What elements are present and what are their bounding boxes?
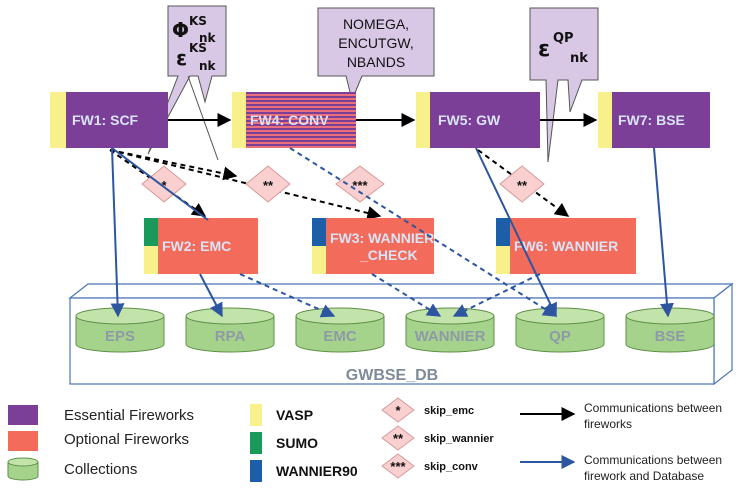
callout-conv-line1: NOMEGA, <box>343 16 409 32</box>
legend <box>7 397 576 482</box>
callout-conv-line3: NBANDS <box>347 54 405 70</box>
collection-label-eps: EPS <box>105 328 135 345</box>
collection-emc <box>295 307 385 353</box>
fw7-label: FW7: BSE <box>618 112 685 128</box>
legend-skip1-diamond <box>381 397 415 423</box>
legend-skip3-diamond <box>381 453 415 479</box>
callout-ks-phi: Φ <box>172 18 189 42</box>
skip-label-1: * <box>161 178 167 193</box>
legend-collection-swatch <box>7 457 39 481</box>
firework-fw5[interactable] <box>416 92 540 148</box>
skip-diamond-1 <box>141 165 187 203</box>
callout-ks-eps-sub: nk <box>199 59 217 73</box>
arrow-fw1-eps <box>110 147 125 318</box>
legend-sumo-label: SUMO <box>276 435 318 451</box>
legend-skip3-label: skip_conv <box>424 461 479 473</box>
arrow-fw2-rpa <box>199 273 223 318</box>
fw4-label: FW4: CONV <box>250 112 329 128</box>
arrow-fw3-wannier <box>371 273 442 317</box>
database-container <box>68 282 734 386</box>
legend-wannier90-swatch <box>250 460 262 482</box>
arrow-fw2-emc <box>239 273 336 318</box>
fw6-label: FW6: WANNIER <box>514 238 618 254</box>
legend-skip3-symbol: *** <box>390 459 406 474</box>
firework-fw7[interactable] <box>598 92 710 148</box>
legend-optional-label: Optional Fireworks <box>64 431 189 448</box>
db-arrows <box>110 147 674 318</box>
collection-label-bse: BSE <box>655 328 686 345</box>
arrow-fw6-wannier <box>452 273 541 317</box>
skip-label-4: ** <box>517 178 528 193</box>
fw1-label: FW1: SCF <box>72 112 139 128</box>
callout-qp <box>529 7 599 163</box>
legend-skip2-diamond <box>381 425 415 451</box>
arrow-fw1-fw4-dashed <box>109 149 238 181</box>
legend-skip1-label: skip_emc <box>424 405 474 417</box>
skip-diamond-3 <box>335 165 385 203</box>
legend-essential-swatch <box>8 405 38 425</box>
callout-ks-phi-sup: KS <box>189 14 207 28</box>
legend-essential-label: Essential Fireworks <box>64 407 194 424</box>
legend-comm-fw-line1: Communications between <box>584 401 722 415</box>
skip-label-2: ** <box>263 178 274 193</box>
legend-collections-label: Collections <box>64 461 137 478</box>
fw2-label: FW2: EMC <box>162 238 231 254</box>
callout-conv <box>317 7 435 102</box>
fw3-label-line2: _CHECK <box>359 247 418 263</box>
legend-skip2-symbol: ** <box>393 431 404 446</box>
callout-conv-line2: ENCUTGW, <box>338 35 413 51</box>
legend-vasp-label: VASP <box>276 407 313 423</box>
collection-label-qp: QP <box>549 328 571 345</box>
legend-comm-db-line1: Communications between <box>584 453 722 467</box>
callout-qp-sup: QP <box>553 31 574 46</box>
collection-label-emc: EMC <box>323 328 357 345</box>
callout-qp-eps: ε <box>538 37 550 62</box>
arrow-fw1-fw2-link <box>111 147 209 221</box>
legend-comm-db-line2: firework and Database <box>584 469 704 483</box>
firework-fw3[interactable] <box>312 218 434 274</box>
legend-skip1-symbol: * <box>395 403 401 418</box>
collection-label-rpa: RPA <box>215 328 246 345</box>
firework-fw1[interactable] <box>50 92 168 148</box>
callout-ks-eps-sup: KS <box>189 41 207 55</box>
fw3-label-line1: FW3: WANNIER <box>330 230 434 246</box>
arrow-fw7-bse <box>653 147 674 318</box>
skip-label-3: *** <box>352 178 368 193</box>
skip-diamond-4 <box>499 165 545 203</box>
callout-qp-sub: nk <box>570 51 588 66</box>
database-label: GWBSE_DB <box>346 367 438 384</box>
legend-vasp-swatch <box>250 404 262 426</box>
legend-optional-swatch <box>8 431 38 451</box>
arrow-fw1-fw3 <box>109 149 382 220</box>
legend-wannier90-label: WANNIER90 <box>276 463 358 479</box>
legend-skip2-label: skip_wannier <box>424 433 494 445</box>
legend-sumo-swatch <box>250 432 262 454</box>
collection-label-wannier: WANNIER <box>415 328 486 345</box>
collection-wannier <box>405 307 495 353</box>
firework-fw4[interactable] <box>232 92 356 148</box>
collection-rpa <box>185 307 275 353</box>
legend-comm-fw-line2: fireworks <box>584 417 632 431</box>
collection-qp <box>515 307 605 353</box>
callout-ks-eps: ε <box>176 46 187 70</box>
firework-fw2[interactable] <box>144 218 258 274</box>
arrow-fw5-qp <box>475 147 557 318</box>
fw5-label: FW5: GW <box>438 112 501 128</box>
skip-diamond-2 <box>245 165 291 203</box>
callout-ks-phi-sub: nk <box>199 31 217 45</box>
